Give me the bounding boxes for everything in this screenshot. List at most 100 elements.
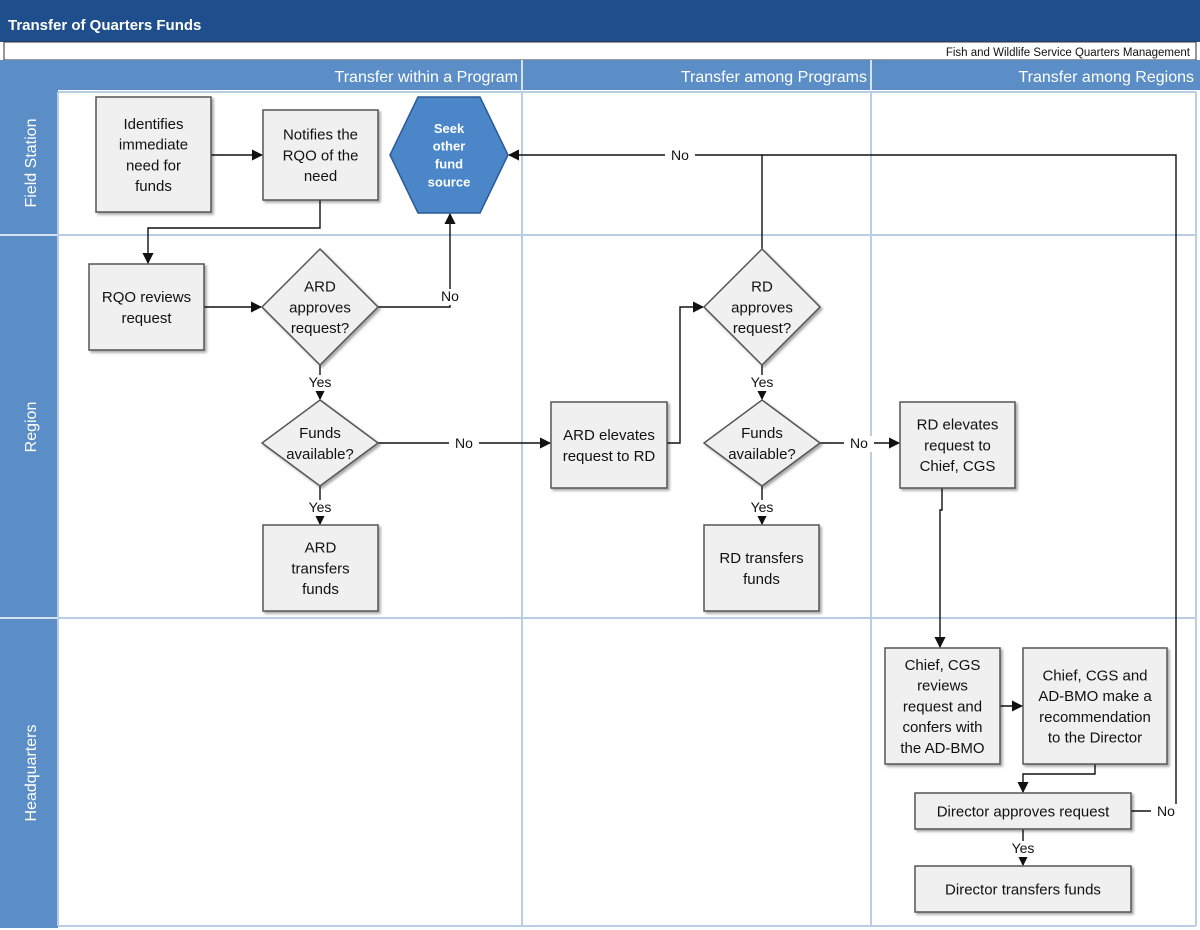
node-text-line: other — [433, 139, 466, 154]
node-ard-elevates: ARD elevates request to RD — [550, 401, 668, 489]
node-text-line: confers with — [902, 719, 982, 736]
node-text-line: request to — [924, 437, 991, 454]
diagram-subtitle: Fish and Wildlife Service Quarters Manag… — [946, 47, 1191, 59]
edge-label-no-funds1: No — [455, 435, 473, 451]
node-text-line: request? — [733, 320, 791, 337]
connector-line — [934, 488, 946, 649]
decision-diamond — [260, 247, 380, 367]
node-text-line: fund — [435, 157, 463, 172]
node-text-line: request and — [903, 698, 982, 715]
edge-label-yes-ard: Yes — [309, 374, 332, 390]
node-director-transfers: Director transfers funds — [914, 865, 1132, 913]
node-text-line: Funds — [299, 425, 341, 442]
flow-nodes: Identifies immediate need for funds Notifies… — [88, 96, 1168, 913]
node-text-line: Director transfers funds — [945, 881, 1101, 898]
process-box — [1022, 647, 1168, 765]
node-chief-reviews: Chief, CGS reviews request and confers with… — [884, 647, 1001, 765]
node-text-line: reviews — [917, 678, 968, 695]
node-text-line: ARD elevates — [563, 427, 655, 444]
column-header-within-program: Transfer within a Program — [335, 69, 518, 86]
node-text-line: Identifies — [123, 116, 183, 133]
node-text-line: AD-BMO make a — [1038, 688, 1152, 705]
process-box — [884, 647, 1001, 765]
process-box — [899, 401, 1016, 489]
edge-label-no-top: No — [671, 147, 689, 163]
connectors — [142, 149, 1177, 867]
swimlane-grid — [57, 91, 1197, 927]
column-header-among-regions: Transfer among Regions — [1019, 69, 1195, 86]
edge-label-bg — [305, 500, 335, 516]
edge-label-bg — [1008, 841, 1038, 857]
edge-label-no-funds2: No — [850, 435, 868, 451]
edge-label-bg — [665, 148, 695, 164]
process-box — [914, 865, 1132, 913]
node-text-line: need for — [126, 157, 181, 174]
node-funds-available-1: Funds available? — [260, 399, 380, 487]
node-text-line: transfers — [291, 560, 349, 577]
node-funds-available-2: Funds available? — [702, 399, 822, 487]
node-text-line: available? — [728, 446, 796, 463]
process-box — [914, 792, 1132, 830]
node-ard-transfers: ARD transfers funds — [262, 524, 379, 612]
node-text-line: request to RD — [563, 448, 656, 465]
edge-label-bg — [305, 375, 335, 391]
node-text-line: RD transfers — [719, 550, 803, 567]
lane-label-band — [0, 90, 58, 928]
edge-label-bg — [1151, 804, 1181, 820]
decision-diamond — [260, 399, 380, 487]
node-text-line: Funds — [741, 425, 783, 442]
connector-line — [378, 212, 456, 308]
edge-label-yes-director: Yes — [1012, 840, 1035, 856]
process-box — [703, 524, 820, 612]
column-header-among-programs: Transfer among Programs — [681, 69, 867, 86]
lane-label-field-station: Field Station — [23, 119, 40, 208]
decision-diamond — [702, 399, 822, 487]
process-box — [95, 96, 212, 213]
node-text-line: request? — [291, 320, 349, 337]
node-text-line: recommendation — [1039, 709, 1151, 726]
node-text-line: request — [121, 310, 172, 327]
process-box — [550, 401, 668, 489]
terminal-hexagon — [389, 96, 509, 214]
edge-label-no-director: No — [1157, 803, 1175, 819]
node-text-line: available? — [286, 446, 354, 463]
lane-label-headquarters: Headquarters — [23, 725, 40, 822]
node-text-line: to the Director — [1048, 729, 1142, 746]
node-text-line: source — [428, 175, 471, 190]
node-text-line: ARD — [304, 279, 336, 296]
node-text-line: approves — [289, 299, 351, 316]
connector-line — [1017, 764, 1096, 794]
node-text-line: Chief, CGS — [905, 657, 981, 674]
node-ard-approves: ARD approves request? — [260, 247, 380, 367]
connector-line — [142, 200, 321, 265]
title-bar — [0, 0, 1200, 42]
node-text-line: immediate — [119, 137, 188, 154]
edge-label-yes-funds1: Yes — [309, 499, 332, 515]
edge-label-bg — [747, 375, 777, 391]
decision-diamond — [702, 247, 822, 367]
node-text-line: RQO of the — [283, 147, 359, 164]
node-text-line: need — [304, 168, 337, 185]
node-text-line: Director approves request — [937, 803, 1110, 820]
column-header-band — [0, 60, 1200, 90]
node-director-approves: Director approves request — [914, 792, 1132, 830]
node-text-line: ARD — [305, 540, 337, 557]
node-text-line: Notifies the — [283, 127, 358, 144]
node-text-line: Chief, CGS and — [1042, 667, 1147, 684]
node-text-line: the AD-BMO — [900, 740, 984, 757]
connector-line — [667, 301, 705, 444]
node-text-line: RD elevates — [917, 417, 999, 434]
edge-label-no-ard: No — [441, 288, 459, 304]
process-box — [262, 524, 379, 612]
node-text-line: funds — [302, 581, 339, 598]
